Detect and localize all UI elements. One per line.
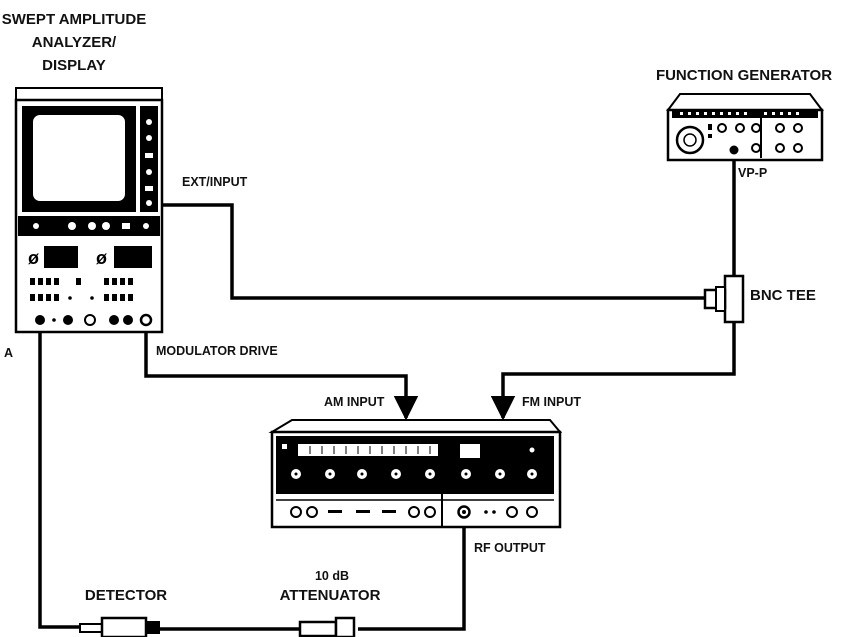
analyzer-title-line1: SWEPT AMPLITUDE xyxy=(2,11,146,28)
swept-amplitude-analyzer: ø ø xyxy=(14,87,164,334)
svg-text:ø: ø xyxy=(96,248,107,268)
rf-output-label: RF OUTPUT xyxy=(474,541,546,555)
attenuator-label-line2: ATTENUATOR xyxy=(280,587,381,604)
port-a-label: A xyxy=(4,346,13,360)
am-input-label: AM INPUT xyxy=(324,395,385,409)
port-a-connector xyxy=(35,315,45,325)
cable-bnc-tee-to-fm-input xyxy=(490,322,736,421)
vpp-label: VP-P xyxy=(738,166,767,180)
cable-port-a-to-detector xyxy=(38,324,80,629)
analyzer-title-line3: DISPLAY xyxy=(42,57,106,74)
analyzer-title-line2: ANALYZER/ xyxy=(32,34,117,51)
detector-label: DETECTOR xyxy=(85,587,167,604)
bnc-tee-label: BNC TEE xyxy=(750,287,816,304)
cable-modulator-drive-to-am-input xyxy=(144,324,419,421)
modulator-drive-label: MODULATOR DRIVE xyxy=(156,344,278,358)
detector xyxy=(79,616,160,637)
svg-text:ø: ø xyxy=(28,248,39,268)
function-generator xyxy=(666,93,824,162)
signal-generator xyxy=(268,419,563,529)
attenuator-label-line1: 10 dB xyxy=(315,569,349,583)
attenuator xyxy=(298,616,356,637)
fm-input-label: FM INPUT xyxy=(522,395,581,409)
bnc-tee xyxy=(703,274,745,324)
modulator-drive-connector xyxy=(139,313,153,327)
cable-attenuator-to-rf-output xyxy=(358,518,466,631)
cables xyxy=(38,160,736,631)
function-generator-title: FUNCTION GENERATOR xyxy=(656,67,832,84)
vpp-output-connector xyxy=(729,145,739,155)
ext-input-label: EXT/INPUT xyxy=(182,175,248,189)
cable-ext-input-to-bnc-tee xyxy=(160,203,705,300)
